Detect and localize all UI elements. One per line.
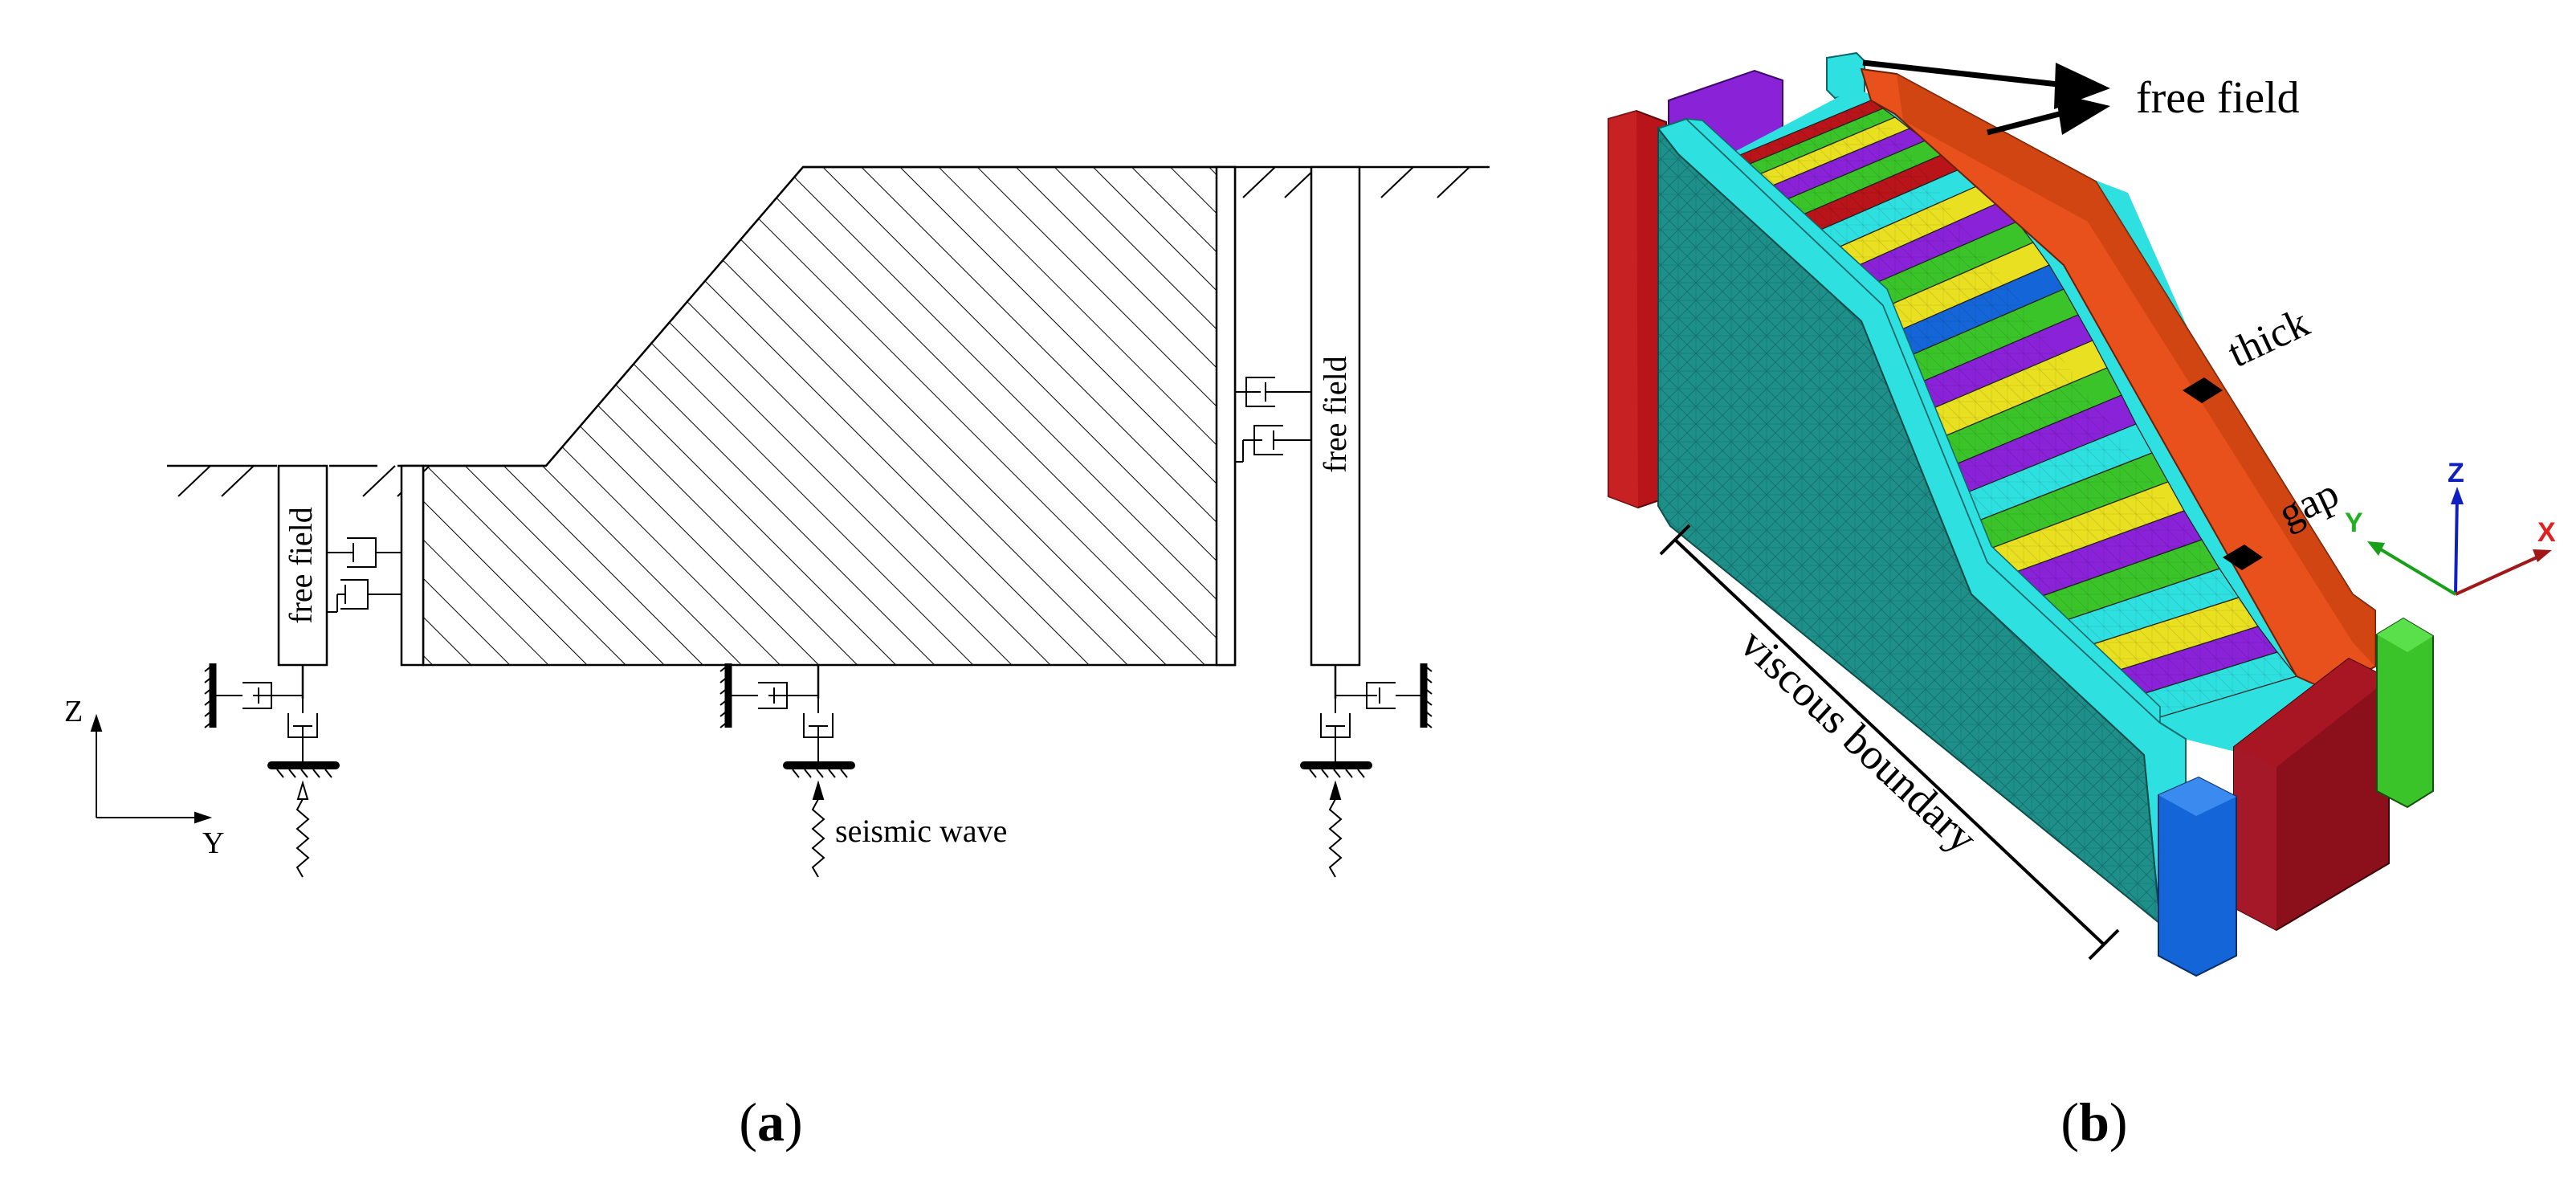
support-middle (719, 663, 855, 878)
free-field-label-right: free field (1317, 356, 1353, 472)
free-field-column-left (277, 464, 328, 667)
viscous-boundary-dimension (1659, 524, 2120, 961)
support-left (204, 663, 340, 878)
strata-bands (1702, 88, 2313, 771)
triad-z-label: Z (2448, 458, 2464, 488)
gap-marker (2223, 545, 2263, 570)
axis-z-label: Z (64, 695, 83, 728)
panel-a (90, 165, 1490, 878)
coordinate-triad (2367, 487, 2552, 596)
triad-x-label: X (2537, 517, 2556, 548)
free-field-arrows (1862, 59, 2110, 136)
triad-y-label: Y (2345, 508, 2363, 538)
caption-a: (a) (739, 1091, 802, 1152)
gap-column-right (1215, 165, 1237, 667)
dashpot-lateral-right (1235, 377, 1311, 463)
axes-zy (90, 713, 213, 824)
free-field-3d-label: free field (2136, 73, 2300, 123)
support-right (1300, 663, 1433, 878)
dashpot-lateral-left (327, 537, 401, 613)
seismic-wave-label: seismic wave (835, 813, 1007, 849)
slope-body (422, 165, 1237, 667)
axis-y-label: Y (202, 826, 224, 860)
panel-b (1608, 51, 2552, 977)
thick-label: thick (2221, 300, 2316, 377)
thick-marker (2183, 377, 2223, 403)
caption-b: (b) (2060, 1091, 2127, 1152)
free-field-label-left: free field (283, 507, 319, 623)
gap-column-left (400, 464, 425, 667)
